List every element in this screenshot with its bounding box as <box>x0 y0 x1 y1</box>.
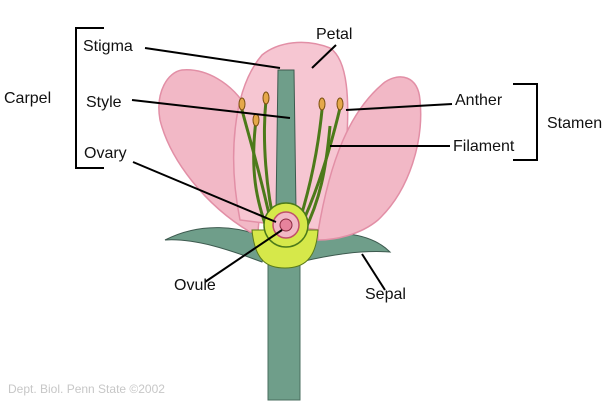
label-stamen: Stamen <box>547 115 603 132</box>
anthers <box>238 91 344 127</box>
label-ovary: Ovary <box>84 145 127 162</box>
label-stigma: Stigma <box>83 38 133 55</box>
label-carpel: Carpel <box>4 90 52 107</box>
stem <box>267 264 301 401</box>
ovule-shape <box>279 218 293 232</box>
carpel-bracket <box>75 27 104 169</box>
credit-text: Dept. Biol. Penn State ©2002 <box>8 382 165 396</box>
style <box>275 69 297 211</box>
pointer-lines <box>131 44 453 291</box>
label-filament: Filament <box>453 138 515 155</box>
label-petal: Petal <box>316 26 353 43</box>
label-anther: Anther <box>455 92 503 109</box>
stamen-bracket <box>513 83 538 161</box>
sepal-left <box>164 227 271 263</box>
label-style: Style <box>86 94 122 111</box>
label-sepal: Sepal <box>365 286 406 303</box>
petal-right <box>317 76 422 241</box>
label-ovule: Ovule <box>174 277 216 294</box>
